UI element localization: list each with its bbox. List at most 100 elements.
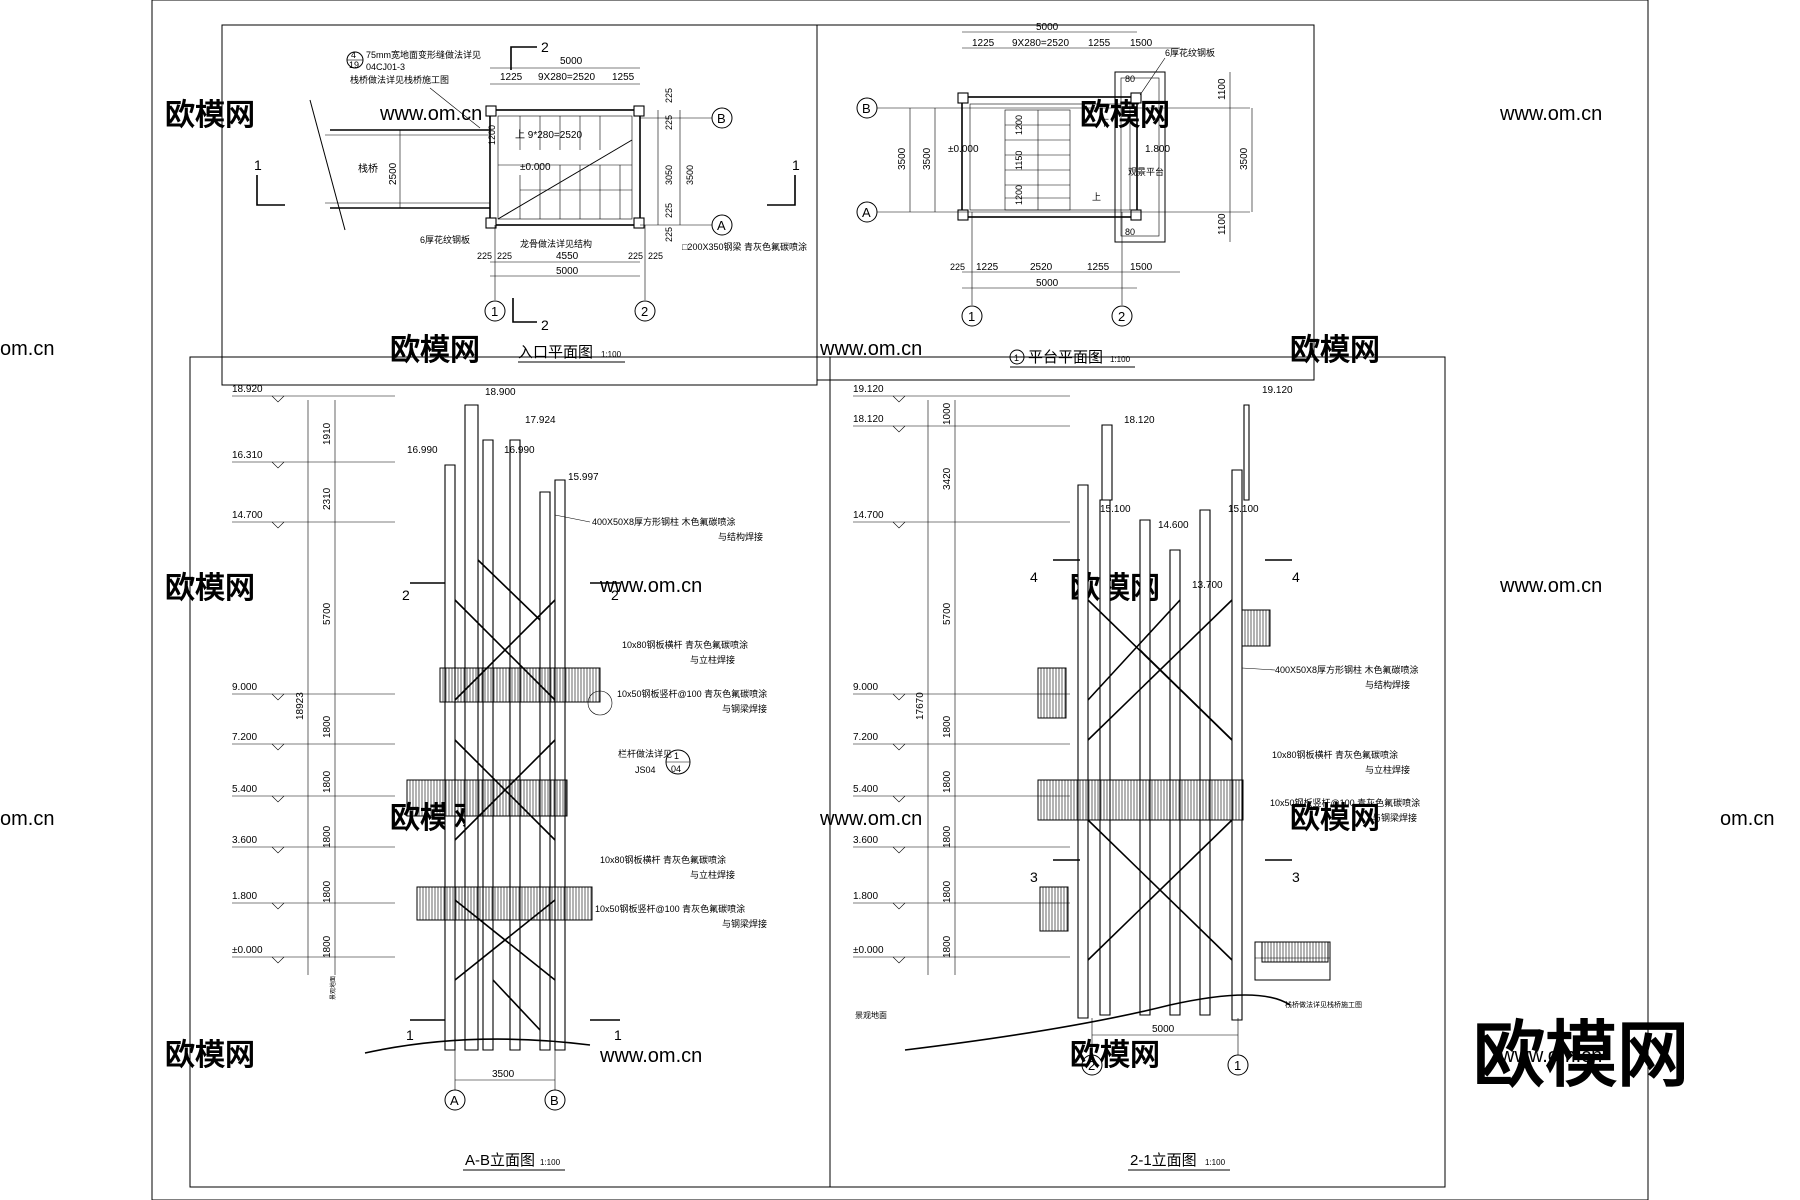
dim-text: 1910 bbox=[322, 422, 333, 445]
top-level: 15.100 bbox=[1100, 504, 1131, 515]
title-mark-label: 1 bbox=[1014, 353, 1019, 363]
dim-text: 1500 bbox=[1130, 262, 1153, 273]
top-level: 16.990 bbox=[407, 445, 438, 456]
axis-bubble bbox=[1111, 305, 1133, 327]
level-triangle bbox=[892, 795, 906, 803]
top-level: 16.990 bbox=[504, 445, 535, 456]
level-triangle bbox=[271, 521, 285, 529]
section-mark bbox=[512, 298, 537, 323]
bridge-edge bbox=[309, 99, 346, 231]
axis-label: 1 bbox=[1234, 1058, 1241, 1073]
railing-panel bbox=[1039, 886, 1069, 932]
note: 与结构焊接 bbox=[718, 531, 763, 542]
dim-text: 2310 bbox=[322, 487, 333, 510]
dim-text: 225 bbox=[497, 251, 512, 261]
dim-text: 5000 bbox=[1152, 1024, 1175, 1035]
dim-text: 1255 bbox=[1088, 38, 1111, 49]
watermark-site: www.om.cn bbox=[1499, 1045, 1602, 1067]
note: 与立柱焊接 bbox=[1365, 764, 1410, 775]
axis-bubble bbox=[711, 214, 733, 236]
detail-ref-top: 1 bbox=[674, 751, 679, 761]
dim-text: 2520 bbox=[1030, 262, 1053, 273]
stair-note: 上 9*280=2520 bbox=[515, 129, 582, 141]
section-label: 1 bbox=[792, 157, 800, 173]
viewing-deck bbox=[1114, 71, 1166, 243]
watermark-site: www.om.cn bbox=[599, 1045, 702, 1067]
note: □200X350钢梁 青灰色氟碳喷涂 bbox=[682, 241, 807, 252]
level-note: ±0.000 bbox=[520, 162, 551, 173]
axis-bubble bbox=[961, 305, 983, 327]
axis-bubble bbox=[1081, 1054, 1103, 1076]
level-triangle bbox=[271, 795, 285, 803]
level-markers: 19.12018.12014.7009.0007.2005.4003.6001.… bbox=[853, 384, 1070, 964]
note: 400X50X8厚方形钢柱 木色氟碳喷涂 bbox=[1275, 664, 1419, 675]
dim-text: 225 bbox=[664, 203, 674, 218]
elevation-21-frame bbox=[829, 356, 1446, 1188]
drawing-scale: 1:100 bbox=[1110, 355, 1131, 364]
axis-label: A bbox=[450, 1093, 459, 1108]
dim-text: 1225 bbox=[972, 38, 995, 49]
railings bbox=[1037, 609, 1329, 963]
note: 与立柱焊接 bbox=[690, 654, 735, 665]
axis-bubble bbox=[856, 201, 878, 223]
stair-treads bbox=[497, 116, 633, 220]
watermark-site: www.om.cn bbox=[1499, 103, 1602, 125]
dim-text: 1255 bbox=[612, 72, 635, 83]
sheet-border bbox=[151, 0, 1649, 1200]
watermark-site: www.om.cn bbox=[379, 103, 482, 125]
tower-columns bbox=[444, 404, 566, 1051]
detail-ref-bottom: 04 bbox=[671, 764, 681, 774]
level-value: 18.120 bbox=[853, 414, 884, 425]
railing-panel bbox=[1037, 667, 1067, 719]
railing-panel bbox=[406, 779, 568, 817]
note: 与钢梁焊接 bbox=[1372, 812, 1417, 823]
dim-text: 4550 bbox=[556, 251, 579, 262]
bridge-block bbox=[1254, 941, 1331, 981]
watermark-site: www.om.cn bbox=[819, 808, 922, 830]
axis-bubble bbox=[544, 1089, 566, 1111]
dim-text: 1800 bbox=[322, 935, 333, 958]
level-value: 1.800 bbox=[853, 891, 878, 902]
railing-panel bbox=[1241, 609, 1271, 647]
watermark-brand: 欧模网 bbox=[1290, 802, 1380, 835]
column bbox=[485, 217, 497, 229]
entrance-plan: 栈桥 上 9*280=2520 ±0.000 1200 bbox=[221, 24, 818, 386]
level-value: ±0.000 bbox=[232, 945, 263, 956]
dim-text: 2500 bbox=[388, 162, 399, 185]
dim-text: 1800 bbox=[942, 770, 953, 793]
level-triangle bbox=[892, 521, 906, 529]
note: 下 bbox=[1100, 118, 1109, 128]
dim-text: 1800 bbox=[322, 770, 333, 793]
level-value: 18.920 bbox=[232, 384, 263, 395]
watermark-site: www.om.cn bbox=[1499, 575, 1602, 597]
level-value: 5.400 bbox=[232, 784, 257, 795]
dim-text: 225 bbox=[648, 251, 663, 261]
dim-text: 9X280=2520 bbox=[1012, 38, 1069, 49]
section-mark bbox=[510, 46, 537, 70]
level-value: 3.600 bbox=[853, 835, 878, 846]
top-level: 18.900 bbox=[485, 387, 516, 398]
level-value: 7.200 bbox=[232, 732, 257, 743]
note: 栏杆做法详见 bbox=[618, 748, 672, 759]
drawing-title: 入口平面图 bbox=[518, 344, 593, 361]
axis-label: B bbox=[862, 101, 871, 116]
note: 与钢梁焊接 bbox=[722, 703, 767, 714]
note: 与立柱焊接 bbox=[690, 869, 735, 880]
tower-columns bbox=[1077, 404, 1250, 1021]
level-triangle bbox=[271, 743, 285, 751]
column bbox=[957, 92, 969, 104]
leader bbox=[1241, 667, 1276, 671]
watermark-brand: 欧模网 bbox=[165, 1039, 255, 1072]
level-triangle bbox=[892, 743, 906, 751]
dim-text: 225 bbox=[664, 115, 674, 130]
section-label: 3 bbox=[1292, 869, 1300, 885]
dim-text: 225 bbox=[950, 262, 965, 272]
top-level: 18.120 bbox=[1124, 415, 1155, 426]
axis-bubble bbox=[711, 107, 733, 129]
dim-text: 5000 bbox=[1036, 22, 1059, 33]
dim-text: 1800 bbox=[942, 880, 953, 903]
detail-ref-bottom: 19 bbox=[349, 60, 359, 70]
railing-panel bbox=[439, 667, 601, 703]
note: JS04 bbox=[635, 765, 656, 775]
